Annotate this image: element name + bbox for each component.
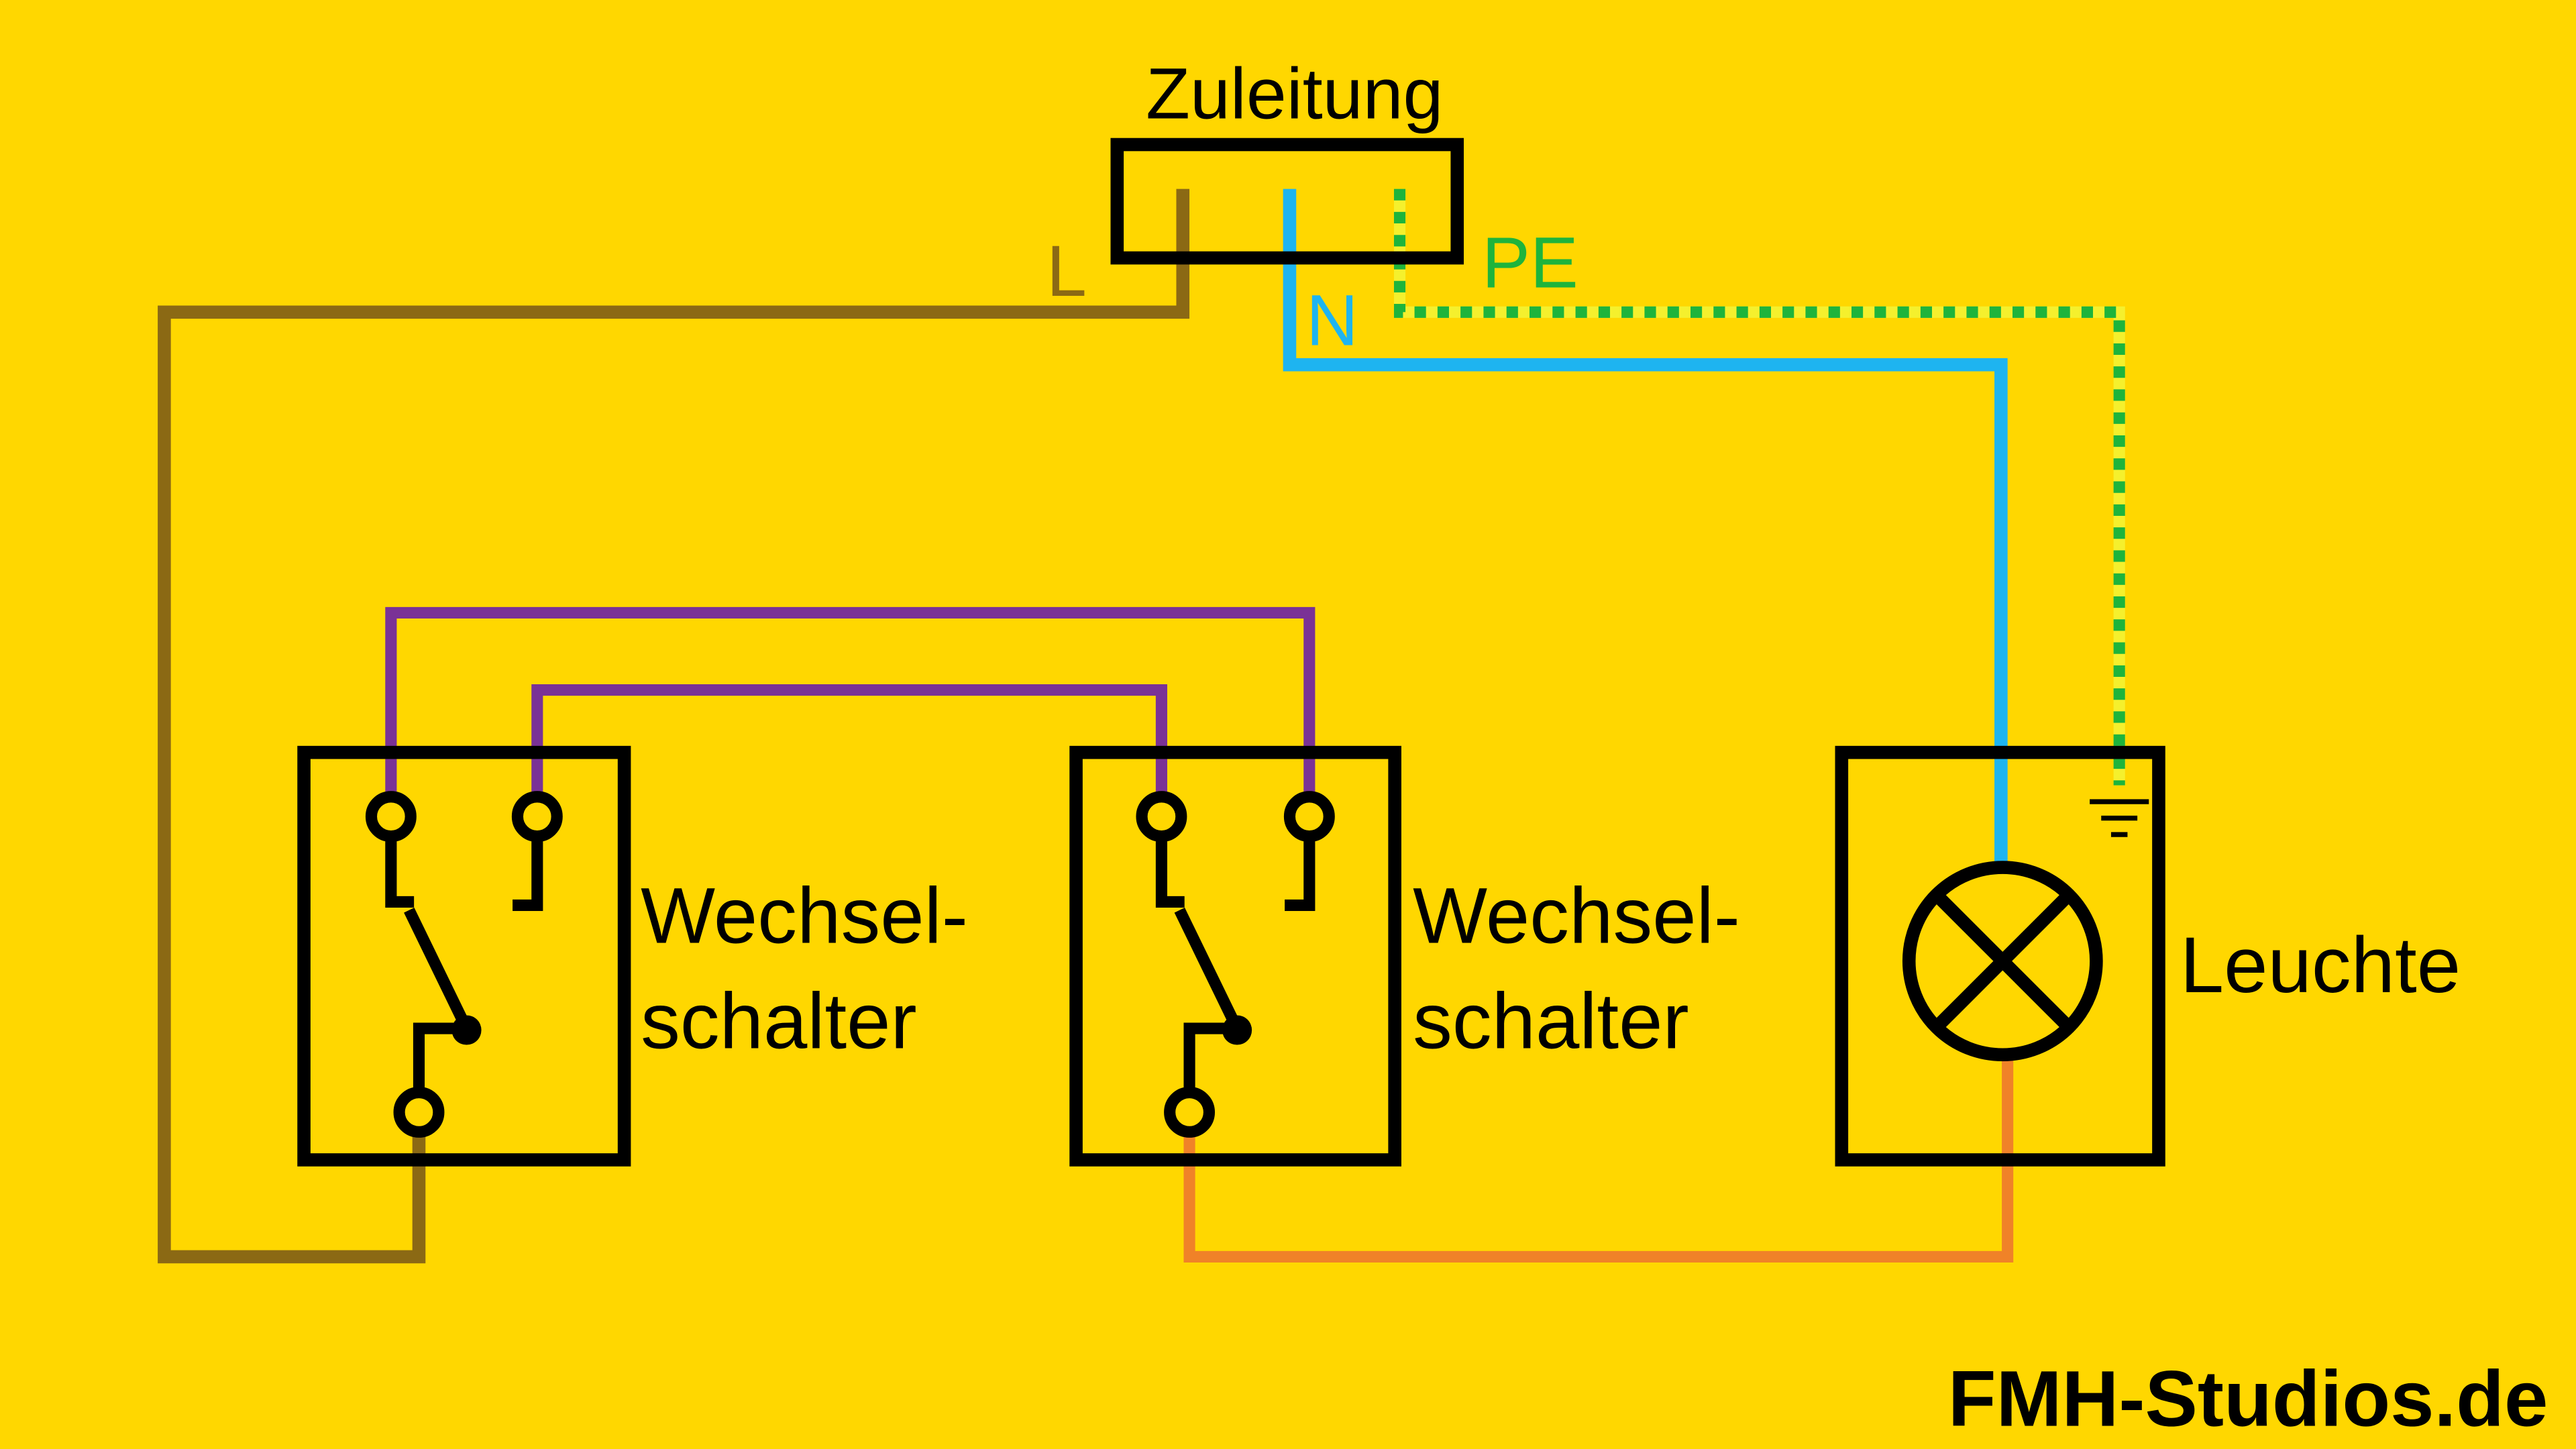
wire-neutral-N	[1283, 189, 2008, 863]
switch-2-pivot	[1222, 1015, 1252, 1045]
switch-2-label-line1: Wechsel-	[1413, 872, 1740, 960]
wire-earth-PE	[1393, 189, 2125, 786]
lamp-box	[1835, 745, 2165, 1167]
switch-2-label-line2: schalter	[1413, 977, 1689, 1065]
switch-2-box	[1069, 745, 1401, 1167]
toggle-switch-icon	[1136, 791, 1335, 1138]
switch-1-pivot	[451, 1015, 482, 1045]
switch-1-box	[297, 745, 631, 1167]
wire-label-PE: PE	[1482, 222, 1578, 303]
wire-label-L: L	[1046, 230, 1087, 311]
supply-label: Zuleitung	[1146, 52, 1443, 133]
toggle-switch-icon	[365, 791, 563, 1138]
lamp	[1835, 745, 2165, 1167]
switch-1-label-line2: schalter	[641, 977, 917, 1065]
ground-symbol-icon	[2090, 799, 2149, 837]
wire-traveler-outer	[385, 606, 1316, 800]
switch-1	[297, 745, 631, 1167]
brand-watermark: FMH-Studios.de	[1948, 1355, 2548, 1443]
lamp-label: Leuchte	[2180, 921, 2461, 1009]
switch-2	[1069, 745, 1401, 1167]
wire-traveler-inner	[531, 684, 1167, 800]
switch-1-label-line1: Wechsel-	[641, 872, 968, 960]
wire-label-N: N	[1306, 279, 1358, 360]
supply-junction-box	[1110, 138, 1464, 265]
wire-phase-L	[158, 189, 1190, 1264]
lamp-cross-icon	[1902, 861, 2103, 1062]
